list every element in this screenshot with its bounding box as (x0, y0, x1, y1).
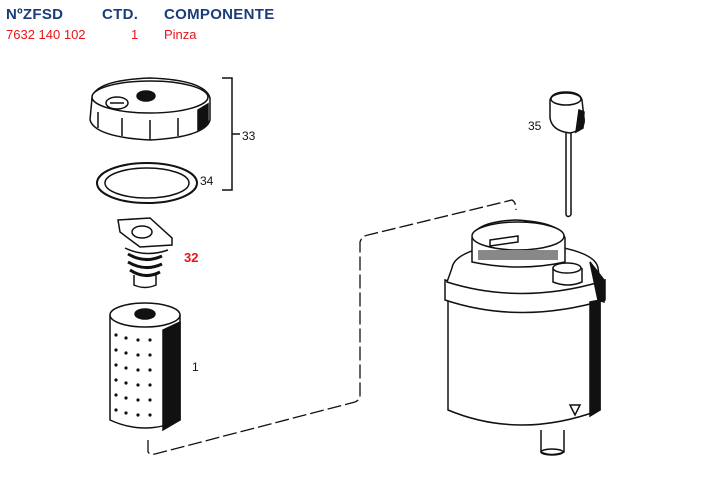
reservoir-body[interactable] (444, 219, 606, 456)
clip-spring[interactable] (117, 217, 173, 289)
callout-1[interactable]: 1 (192, 360, 199, 374)
header-component: COMPONENTE (164, 6, 275, 23)
callout-33[interactable]: 33 (242, 129, 256, 143)
callout-34[interactable]: 34 (200, 174, 214, 188)
row-qty: 1 (131, 27, 139, 42)
header-ref: NºZFSD (6, 6, 64, 23)
seal-ring[interactable] (96, 162, 198, 204)
callout-35[interactable]: 35 (528, 119, 542, 133)
filter-element[interactable] (109, 302, 181, 432)
reservoir-cap[interactable] (89, 77, 211, 141)
callout-32[interactable]: 32 (184, 250, 199, 265)
header-qty: CTD. (102, 6, 139, 23)
dipstick[interactable] (549, 91, 585, 218)
row-component[interactable]: Pinza (164, 27, 197, 42)
row-ref[interactable]: 7632 140 102 (6, 27, 86, 42)
